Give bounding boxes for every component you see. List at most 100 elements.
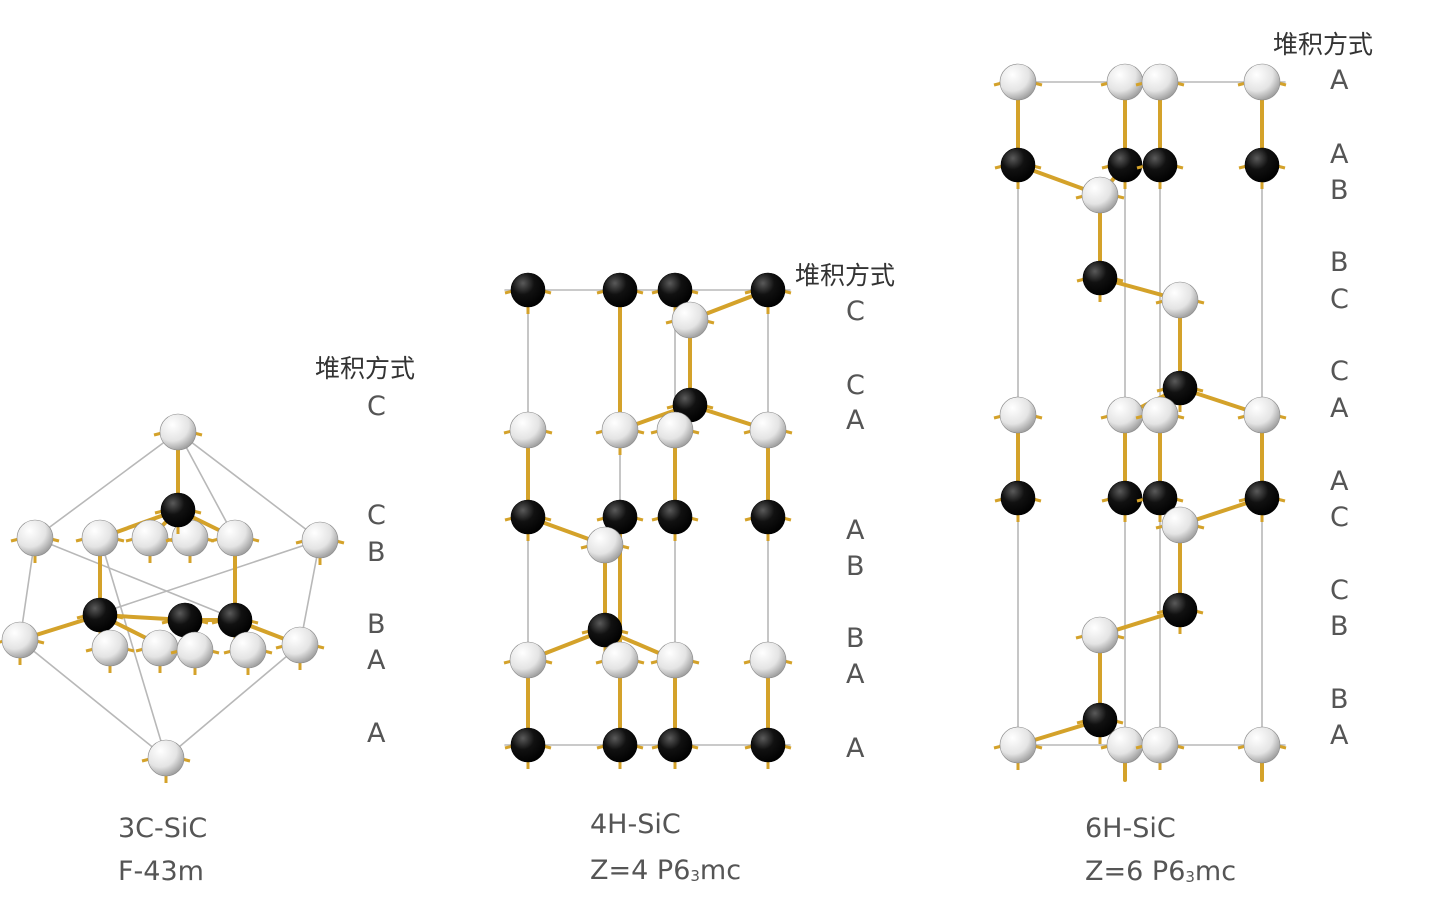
carbon-atom bbox=[750, 499, 786, 535]
caption-symmetry-4h: Z=4 P63mc bbox=[590, 857, 741, 884]
silicon-atom bbox=[147, 739, 185, 777]
stacking-letter-3c: C bbox=[367, 500, 386, 531]
silicon-atom bbox=[749, 641, 787, 679]
stacking-letter-6h: A bbox=[1330, 720, 1349, 751]
silicon-atom bbox=[509, 411, 547, 449]
stacking-letter-4h: C bbox=[846, 296, 865, 327]
carbon-atom bbox=[602, 272, 638, 308]
carbon-atom bbox=[217, 602, 253, 638]
carbon-atom bbox=[510, 727, 546, 763]
silicon-atom bbox=[81, 519, 119, 557]
silicon-atom bbox=[586, 526, 624, 564]
stacking-letter-6h: B bbox=[1330, 611, 1349, 642]
silicon-atom bbox=[509, 641, 547, 679]
carbon-atom bbox=[1107, 480, 1143, 516]
stacking-letter-6h: B bbox=[1330, 175, 1349, 206]
silicon-atom bbox=[301, 521, 339, 559]
silicon-atom bbox=[1243, 63, 1281, 101]
carbon-atom bbox=[1107, 147, 1143, 183]
cell-frame-line bbox=[19, 639, 167, 759]
carbon-atom bbox=[1244, 480, 1280, 516]
carbon-atom bbox=[1142, 480, 1178, 516]
stacking-letter-6h: B bbox=[1330, 684, 1349, 715]
silicon-atom bbox=[1243, 396, 1281, 434]
silicon-atom bbox=[999, 63, 1037, 101]
silicon-atom bbox=[159, 413, 197, 451]
carbon-atom bbox=[657, 727, 693, 763]
caption-z-6h: Z=6 bbox=[1085, 856, 1144, 887]
silicon-atom bbox=[1106, 726, 1144, 764]
silicon-atom bbox=[1106, 396, 1144, 434]
stacking-letter-4h: A bbox=[846, 405, 865, 436]
carbon-atom bbox=[510, 272, 546, 308]
caption-symmetry-3c: F-43m bbox=[118, 856, 204, 887]
stacking-letter-4h: B bbox=[846, 551, 865, 582]
carbon-atom bbox=[750, 727, 786, 763]
stacking-heading-3c: 堆积方式 bbox=[315, 354, 416, 383]
structure-6h-sic bbox=[993, 63, 1287, 782]
silicon-atom bbox=[1243, 726, 1281, 764]
silicon-atom bbox=[601, 641, 639, 679]
stacking-letter-4h: B bbox=[846, 623, 865, 654]
caption-name-3c: 3C-SiC bbox=[118, 813, 208, 844]
cell-frame-line bbox=[34, 431, 179, 539]
silicon-atom bbox=[216, 519, 254, 557]
silicon-atom bbox=[16, 519, 54, 557]
silicon-atom bbox=[91, 629, 129, 667]
stacking-letter-6h: C bbox=[1330, 575, 1349, 606]
carbon-atom bbox=[587, 612, 623, 648]
silicon-atom bbox=[176, 631, 214, 669]
silicon-atom bbox=[1141, 396, 1179, 434]
silicon-atom bbox=[141, 629, 179, 667]
silicon-atom bbox=[281, 626, 319, 664]
silicon-atom bbox=[1141, 63, 1179, 101]
silicon-atom bbox=[1161, 506, 1199, 544]
silicon-atom bbox=[601, 411, 639, 449]
silicon-atom bbox=[656, 411, 694, 449]
carbon-atom bbox=[1162, 370, 1198, 406]
carbon-atom bbox=[1082, 702, 1118, 738]
silicon-atom bbox=[749, 411, 787, 449]
carbon-atom bbox=[82, 597, 118, 633]
stacking-letter-6h: A bbox=[1330, 466, 1349, 497]
carbon-atom bbox=[510, 499, 546, 535]
stacking-letter-3c: A bbox=[367, 645, 386, 676]
carbon-atom bbox=[657, 272, 693, 308]
carbon-atom bbox=[1142, 147, 1178, 183]
stacking-letter-3c: C bbox=[367, 391, 386, 422]
stacking-letter-4h: A bbox=[846, 659, 865, 690]
silicon-atom bbox=[1141, 726, 1179, 764]
silicon-atom bbox=[671, 301, 709, 339]
stacking-letter-4h: A bbox=[846, 515, 865, 546]
silicon-atom bbox=[1, 621, 39, 659]
caption-symmetry-6h: Z=6 P63mc bbox=[1085, 858, 1236, 885]
stacking-letter-3c: B bbox=[367, 609, 386, 640]
caption-name-6h: 6H-SiC bbox=[1085, 813, 1176, 844]
cell-frame-line bbox=[99, 537, 167, 759]
carbon-atom bbox=[602, 727, 638, 763]
caption-spacegroup-4h: P63mc bbox=[656, 855, 742, 886]
carbon-atom bbox=[1244, 147, 1280, 183]
silicon-atom bbox=[1161, 281, 1199, 319]
carbon-atom bbox=[1000, 480, 1036, 516]
silicon-atom bbox=[656, 641, 694, 679]
silicon-atom bbox=[131, 519, 169, 557]
stacking-heading-6h: 堆积方式 bbox=[1273, 30, 1374, 59]
silicon-atom bbox=[1106, 63, 1144, 101]
silicon-atom bbox=[1081, 176, 1119, 214]
carbon-atom bbox=[1082, 260, 1118, 296]
structure-3c-sic bbox=[0, 413, 345, 783]
carbon-atom bbox=[1162, 592, 1198, 628]
silicon-atom bbox=[229, 631, 267, 669]
caption-name-4h: 4H-SiC bbox=[590, 809, 681, 840]
carbon-atom bbox=[1000, 147, 1036, 183]
cell-frame-line bbox=[177, 431, 236, 539]
silicon-atom bbox=[999, 726, 1037, 764]
stacking-letter-6h: A bbox=[1330, 139, 1349, 170]
stacking-letter-6h: C bbox=[1330, 356, 1349, 387]
stacking-letter-6h: C bbox=[1330, 284, 1349, 315]
stacking-letter-4h: C bbox=[846, 370, 865, 401]
stacking-letter-3c: A bbox=[367, 718, 386, 749]
stacking-letter-4h: A bbox=[846, 733, 865, 764]
